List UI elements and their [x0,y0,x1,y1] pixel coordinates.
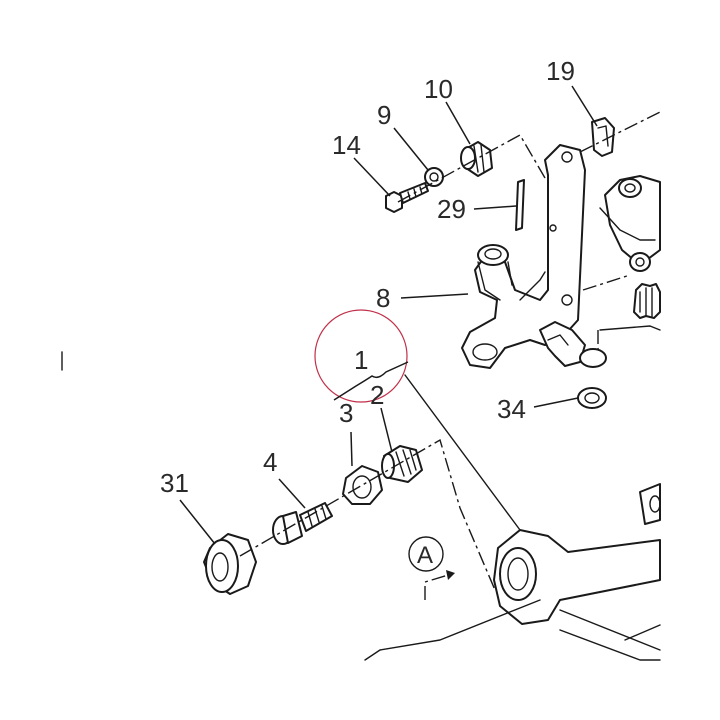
bracket-plate [461,144,586,369]
callout-8: 8 [376,283,390,313]
view-a-label: A [417,542,433,569]
part-2-bushing [381,445,423,483]
part-10-bushing [460,141,493,177]
pedal-arm [364,374,661,661]
part-31-cap [203,533,257,595]
part-9-washer [424,167,444,187]
part-3-washer [342,465,383,505]
callout-31: 31 [160,468,189,498]
callout-34: 34 [497,394,526,424]
callout-1-brace [333,361,409,401]
callout-4: 4 [263,447,277,477]
upper-right-assembly [599,175,661,331]
callout-2: 2 [370,380,384,410]
part-29-pin [515,179,525,231]
view-a-arrow [408,536,456,600]
highlight-circle [314,309,408,403]
part-4-bolt [272,502,333,545]
part-34-washer [577,348,607,409]
callout-9: 9 [377,100,391,130]
callout-3: 3 [339,398,353,428]
callout-1: 1 [354,345,368,375]
part-19-clip [591,117,615,157]
callout-19: 19 [546,56,575,86]
callout-10: 10 [424,74,453,104]
callout-29: 29 [437,194,466,224]
callout-14: 14 [332,130,361,160]
